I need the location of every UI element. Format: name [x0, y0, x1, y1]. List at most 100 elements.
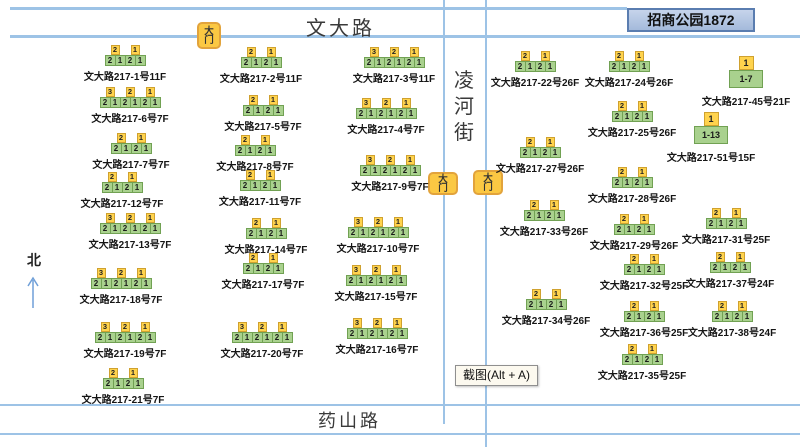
unit-cell: 1 [140, 278, 152, 289]
unit-number-tab: 2 [627, 344, 637, 354]
building-label: 文大路217-13号7F [88, 240, 172, 251]
unit-number-tab: 2 [711, 208, 721, 218]
unit-number-tab: 1 [634, 51, 644, 61]
building-label: 文大路217-11号7F [218, 197, 302, 208]
building-label: 文大路217-31号25F [681, 235, 771, 246]
unit-number-tab: 1 [268, 95, 278, 105]
unit-number-tab: 3 [351, 265, 361, 275]
unit-number-tab: 1 [127, 172, 137, 182]
building-label: 文大路217-5号7F [224, 122, 302, 133]
unit-number-tab: 2 [245, 170, 255, 180]
unit-number-tab: 1 [545, 137, 555, 147]
unit-number-tab: 1 [549, 200, 559, 210]
north-arrow-icon [27, 276, 39, 308]
unit-cell: 1 [555, 299, 567, 310]
building-label: 文大路217-51号15F [666, 153, 756, 164]
unit-range-box: 1-7 [729, 70, 763, 88]
unit-number-tab: 2 [125, 87, 135, 97]
building-label: 文大路217-38号24F [687, 328, 777, 339]
unit-cell: 1 [395, 275, 407, 286]
unit-number-tab: 1 [401, 98, 411, 108]
unit-number-tab: 1 [136, 268, 146, 278]
unit-number-tab: 2 [248, 253, 258, 263]
unit-number-tab: 2 [246, 47, 256, 57]
unit-number-tab: 2 [389, 47, 399, 57]
unit-number-tab: 1 [540, 51, 550, 61]
unit-number-tab: 1 [260, 135, 270, 145]
top-road-line-lower [10, 35, 800, 38]
unit-number-tab: 1 [140, 322, 150, 332]
unit-number-tab: 1 [649, 301, 659, 311]
unit-cell: 1 [651, 354, 663, 365]
building-label: 文大路217-7号7F [92, 160, 170, 171]
unit-number-tab: 1 [735, 252, 745, 262]
building-label: 文大路217-10号7F [336, 244, 420, 255]
unit-number-tab: 3 [352, 318, 362, 328]
building-label: 文大路217-4号7F [347, 125, 425, 136]
unit-number-tab: 3 [105, 87, 115, 97]
unit-cell: 1 [149, 223, 161, 234]
building-label: 文大路217-27号26F [495, 164, 585, 175]
building-label: 文大路217-45号21F [701, 97, 791, 108]
unit-number-tab: 1 [551, 289, 561, 299]
building-label: 文大路217-36号25F [599, 328, 689, 339]
road-label-wenda: 文大路 [306, 18, 375, 40]
unit-number-tab: 1 [647, 344, 657, 354]
unit-number-tab: 1 [639, 214, 649, 224]
building-label: 文大路217-12号7F [80, 199, 164, 210]
unit-number-tab: 2 [248, 95, 258, 105]
unit-number-tab: 1 [145, 213, 155, 223]
unit-cell: 1 [739, 262, 751, 273]
unit-number-tab: 1 [277, 322, 287, 332]
building-label: 文大路217-24号26F [584, 78, 674, 89]
building-label: 文大路217-29号26F [589, 241, 679, 252]
building-label: 文大路217-35号25F [597, 371, 687, 382]
unit-number-tab: 2 [629, 301, 639, 311]
building-label: 文大路217-9号7F [351, 182, 429, 193]
unit-number-tab: 2 [372, 318, 382, 328]
unit-number-tab: 2 [529, 200, 539, 210]
gate-marker-1: 大 门 [197, 22, 221, 49]
unit-cell: 1 [149, 97, 161, 108]
unit-number-tab: 1 [409, 47, 419, 57]
screenshot-button[interactable]: 截图(Alt + A) [455, 365, 539, 386]
unit-number-tab: 3 [361, 98, 371, 108]
building-label: 文大路217-34号26F [501, 316, 591, 327]
unit-cell: 1 [272, 105, 284, 116]
building-label: 文大路217-3号11F [352, 74, 436, 85]
unit-number-tab: 3 [96, 268, 106, 278]
